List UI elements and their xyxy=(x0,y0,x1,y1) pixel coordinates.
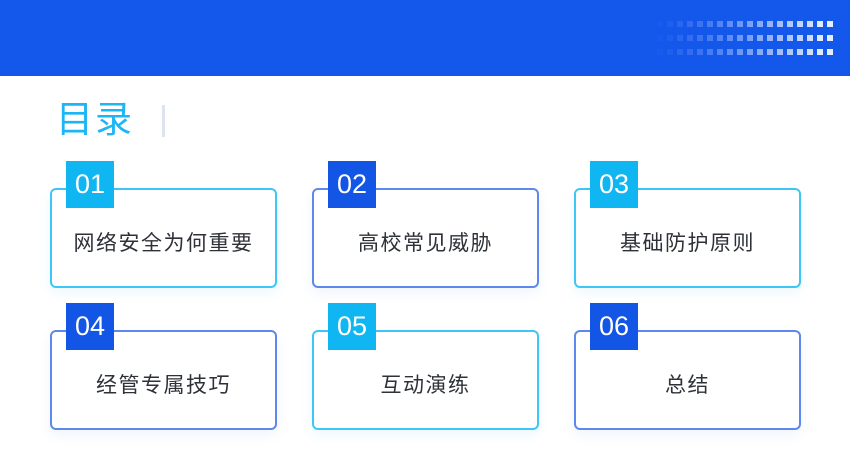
dot xyxy=(817,21,823,27)
dot xyxy=(797,49,803,55)
toc-item-1: 01 网络安全为何重要 xyxy=(50,161,277,288)
dot xyxy=(657,21,663,27)
dot xyxy=(707,49,713,55)
toc-item-number-badge: 05 xyxy=(328,303,376,350)
dot xyxy=(777,35,783,41)
dot xyxy=(747,21,753,27)
dot xyxy=(677,49,683,55)
title-row: 目录 xyxy=(56,100,165,140)
toc-item-label: 基础防护原则 xyxy=(620,232,755,255)
dot xyxy=(657,35,663,41)
dot xyxy=(727,21,733,27)
toc-card[interactable]: 网络安全为何重要 xyxy=(50,188,277,288)
dot xyxy=(727,35,733,41)
toc-grid: 01 网络安全为何重要 02 高校常见威胁 03 基础防护原则 04 经管专属技… xyxy=(50,161,801,430)
dot xyxy=(777,21,783,27)
dot xyxy=(737,35,743,41)
dot xyxy=(817,35,823,41)
dot xyxy=(807,21,813,27)
dot xyxy=(827,21,833,27)
dot xyxy=(797,21,803,27)
toc-item-number-badge: 03 xyxy=(590,161,638,208)
dot xyxy=(787,35,793,41)
dot xyxy=(717,21,723,27)
dot xyxy=(777,49,783,55)
dot xyxy=(817,49,823,55)
dot xyxy=(707,21,713,27)
dot xyxy=(757,35,763,41)
toc-item-number-badge: 06 xyxy=(590,303,638,350)
dot xyxy=(717,35,723,41)
dot xyxy=(677,21,683,27)
dot xyxy=(707,35,713,41)
dot xyxy=(827,35,833,41)
toc-item-number-badge: 02 xyxy=(328,161,376,208)
dot xyxy=(767,49,773,55)
toc-item-label: 互动演练 xyxy=(380,374,471,397)
dot xyxy=(677,35,683,41)
dot xyxy=(767,35,773,41)
dot xyxy=(757,21,763,27)
dot xyxy=(787,21,793,27)
dot xyxy=(787,49,793,55)
dot xyxy=(697,21,703,27)
toc-item-label: 网络安全为何重要 xyxy=(73,232,254,255)
dot xyxy=(757,49,763,55)
dot xyxy=(697,49,703,55)
toc-item-number-badge: 04 xyxy=(66,303,114,350)
dot xyxy=(747,49,753,55)
dot xyxy=(827,49,833,55)
toc-item-2: 02 高校常见威胁 xyxy=(312,161,539,288)
dot xyxy=(737,21,743,27)
dot xyxy=(747,35,753,41)
dot xyxy=(737,49,743,55)
dot xyxy=(807,35,813,41)
toc-item-4: 04 经管专属技巧 xyxy=(50,303,277,430)
dot xyxy=(717,49,723,55)
dot xyxy=(667,35,673,41)
toc-item-5: 05 互动演练 xyxy=(312,303,539,430)
dot-grid-decoration xyxy=(657,21,833,55)
toc-item-3: 03 基础防护原则 xyxy=(574,161,801,288)
dot xyxy=(687,21,693,27)
page-title: 目录 xyxy=(56,99,134,140)
dot xyxy=(687,49,693,55)
dot xyxy=(767,21,773,27)
dot xyxy=(727,49,733,55)
dot xyxy=(807,49,813,55)
toc-item-6: 06 总结 xyxy=(574,303,801,430)
dot xyxy=(657,49,663,55)
dot xyxy=(667,49,673,55)
dot xyxy=(687,35,693,41)
toc-item-label: 经管专属技巧 xyxy=(96,374,231,397)
toc-item-label: 总结 xyxy=(665,374,710,397)
dot xyxy=(697,35,703,41)
toc-item-label: 高校常见威胁 xyxy=(358,232,493,255)
header-bar xyxy=(0,0,850,76)
title-divider xyxy=(162,105,165,137)
dot xyxy=(797,35,803,41)
toc-item-number-badge: 01 xyxy=(66,161,114,208)
dot xyxy=(667,21,673,27)
